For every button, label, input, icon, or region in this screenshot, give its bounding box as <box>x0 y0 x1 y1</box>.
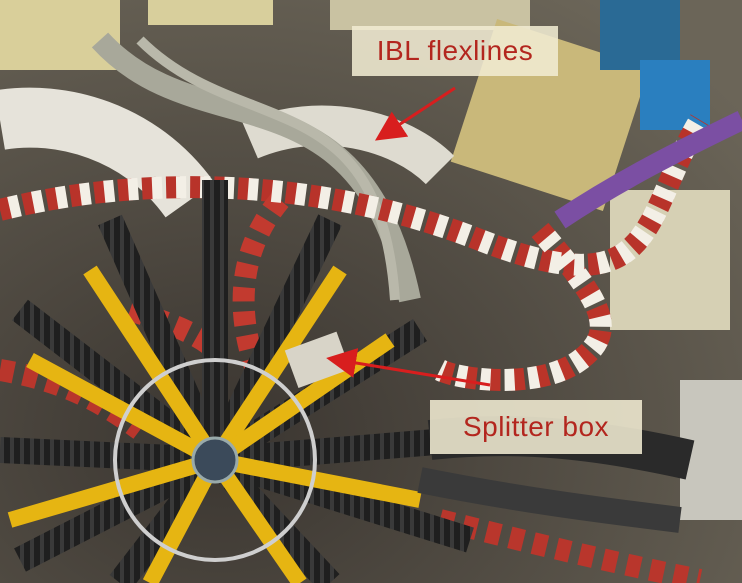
splitter-box-label: Splitter box <box>462 411 610 442</box>
splitter-box-label-box: Splitter box <box>430 400 642 454</box>
ibl-flexlines-label-box: IBL flexlines <box>352 26 558 76</box>
ibl-flexlines-label: IBL flexlines <box>376 35 534 66</box>
